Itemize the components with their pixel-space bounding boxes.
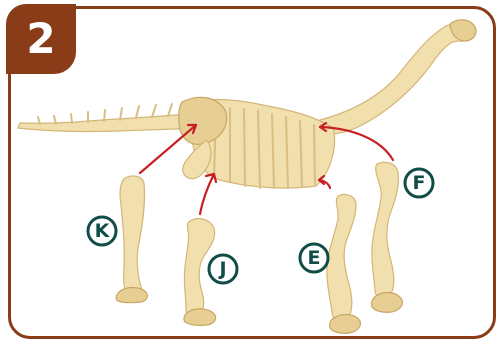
label-e-text: E bbox=[308, 247, 321, 269]
label-k: K bbox=[88, 217, 116, 245]
leg-part-e bbox=[327, 194, 361, 333]
step-number: 2 bbox=[26, 18, 55, 60]
label-j-text: J bbox=[217, 258, 226, 280]
leg-part-f bbox=[372, 162, 403, 312]
label-j: J bbox=[209, 255, 237, 283]
label-f: F bbox=[405, 169, 433, 197]
arrow-j bbox=[200, 174, 214, 214]
step-number-badge: 2 bbox=[6, 4, 76, 74]
label-e: E bbox=[300, 244, 328, 272]
label-k-text: K bbox=[95, 220, 111, 242]
neck bbox=[320, 24, 470, 135]
label-f-text: F bbox=[413, 172, 426, 194]
leg-part-k bbox=[116, 176, 147, 303]
tail bbox=[18, 113, 204, 132]
